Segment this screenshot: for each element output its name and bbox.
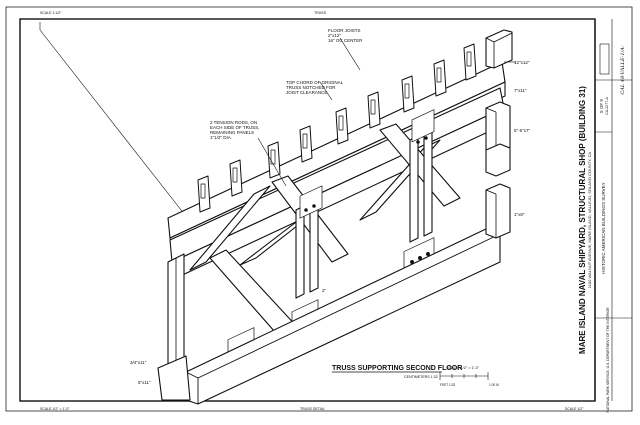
sheet-number: 5 OF 9: [599, 99, 604, 113]
dim-top-right-b: 7"x11": [514, 88, 527, 93]
scale-bar-end: 1.00 M: [489, 383, 499, 387]
note-top-chord-2: TRUSS NOTCHED FOR: [286, 85, 336, 90]
drawing-title-block: TRUSS SUPPORTING SECOND FLOOR SCALE: 1/2…: [332, 365, 499, 387]
scale-bar: [439, 372, 489, 380]
scale-bar-feet: FEET 1:32: [440, 383, 455, 387]
survey-number: CA-2277-A: [605, 97, 609, 115]
truss-webs: [189, 123, 461, 341]
sheet-mark-bottom-left: SCALE 1/2" = 1'-0": [40, 407, 70, 411]
right-beam-lower: [485, 183, 511, 239]
title-block-survey: HISTORIC AMERICAN BUILDINGS SURVEY: [601, 182, 606, 273]
dim-center: 2": [322, 288, 327, 293]
note-tension-rods-1: 2 TENSION RODS, ON: [210, 120, 257, 125]
title-block-agency: NATIONAL PARK SERVICE, U.S. DEPARTMENT O…: [606, 307, 610, 413]
top-floor-beam: [167, 61, 506, 239]
dim-top-right-a: 12"x12": [514, 60, 530, 65]
note-floor-joists-2: 2"x12": [328, 33, 341, 38]
left-column-base: [157, 355, 191, 401]
title-block: MARE ISLAND NAVAL SHIPYARD, STRUCTURAL S…: [578, 19, 632, 413]
dim-mid-right: 5"-6"x7": [514, 128, 530, 133]
sheet-mark-bottom-right: SCALE 1/2": [565, 407, 584, 411]
sheet-mark-top: TRUSS: [314, 11, 327, 15]
floor-joists: [197, 43, 477, 213]
note-floor-joists-3: 16" OC CENTER: [328, 38, 363, 43]
dim-left-a: 3/4"x11": [130, 360, 147, 365]
agency-logo: [599, 43, 610, 75]
handwritten-note: CAL 48-VALLE-1/A-: [620, 45, 626, 94]
sheet-mark-top-left: SCALE 1:1/2": [40, 11, 62, 15]
note-tension-rods-3: REMAINING PANELS: [210, 130, 254, 135]
sheet-mark-bottom-mid: TRUSS DETAIL: [300, 407, 325, 411]
title-block-address: 1100 WALNUT AVENUE, MARE ISLAND, VALLEJO…: [587, 151, 592, 288]
scale-bar-label: CENTIMETERS 1:32: [404, 375, 438, 379]
drawing-title: TRUSS SUPPORTING SECOND FLOOR: [332, 365, 462, 372]
dim-low-right: 1"x8": [514, 212, 525, 217]
right-beam-mid: [485, 143, 511, 177]
dim-left-b: 5"x11": [138, 380, 151, 385]
outer-border: [5, 6, 633, 412]
note-tension-rods-4: 1"1/2" DIA.: [210, 135, 232, 140]
drawing-title-scale: SCALE: 1/2" = 1'-0": [446, 366, 480, 370]
note-top-chord-3: JOIST CLEARANCE: [286, 90, 327, 95]
truss-drawing: [39, 22, 513, 405]
top-right-beam: [485, 29, 513, 69]
note-tension-rods-2: EACH SIDE OF TRUSS,: [210, 125, 259, 130]
note-top-chord-1: TOP CHORD OF ORIGINAL: [286, 80, 344, 85]
note-floor-joists-1: FLOOR JOISTS: [328, 28, 361, 33]
title-block-title: MARE ISLAND NAVAL SHIPYARD, STRUCTURAL S…: [578, 86, 587, 354]
annotations: [257, 37, 516, 187]
